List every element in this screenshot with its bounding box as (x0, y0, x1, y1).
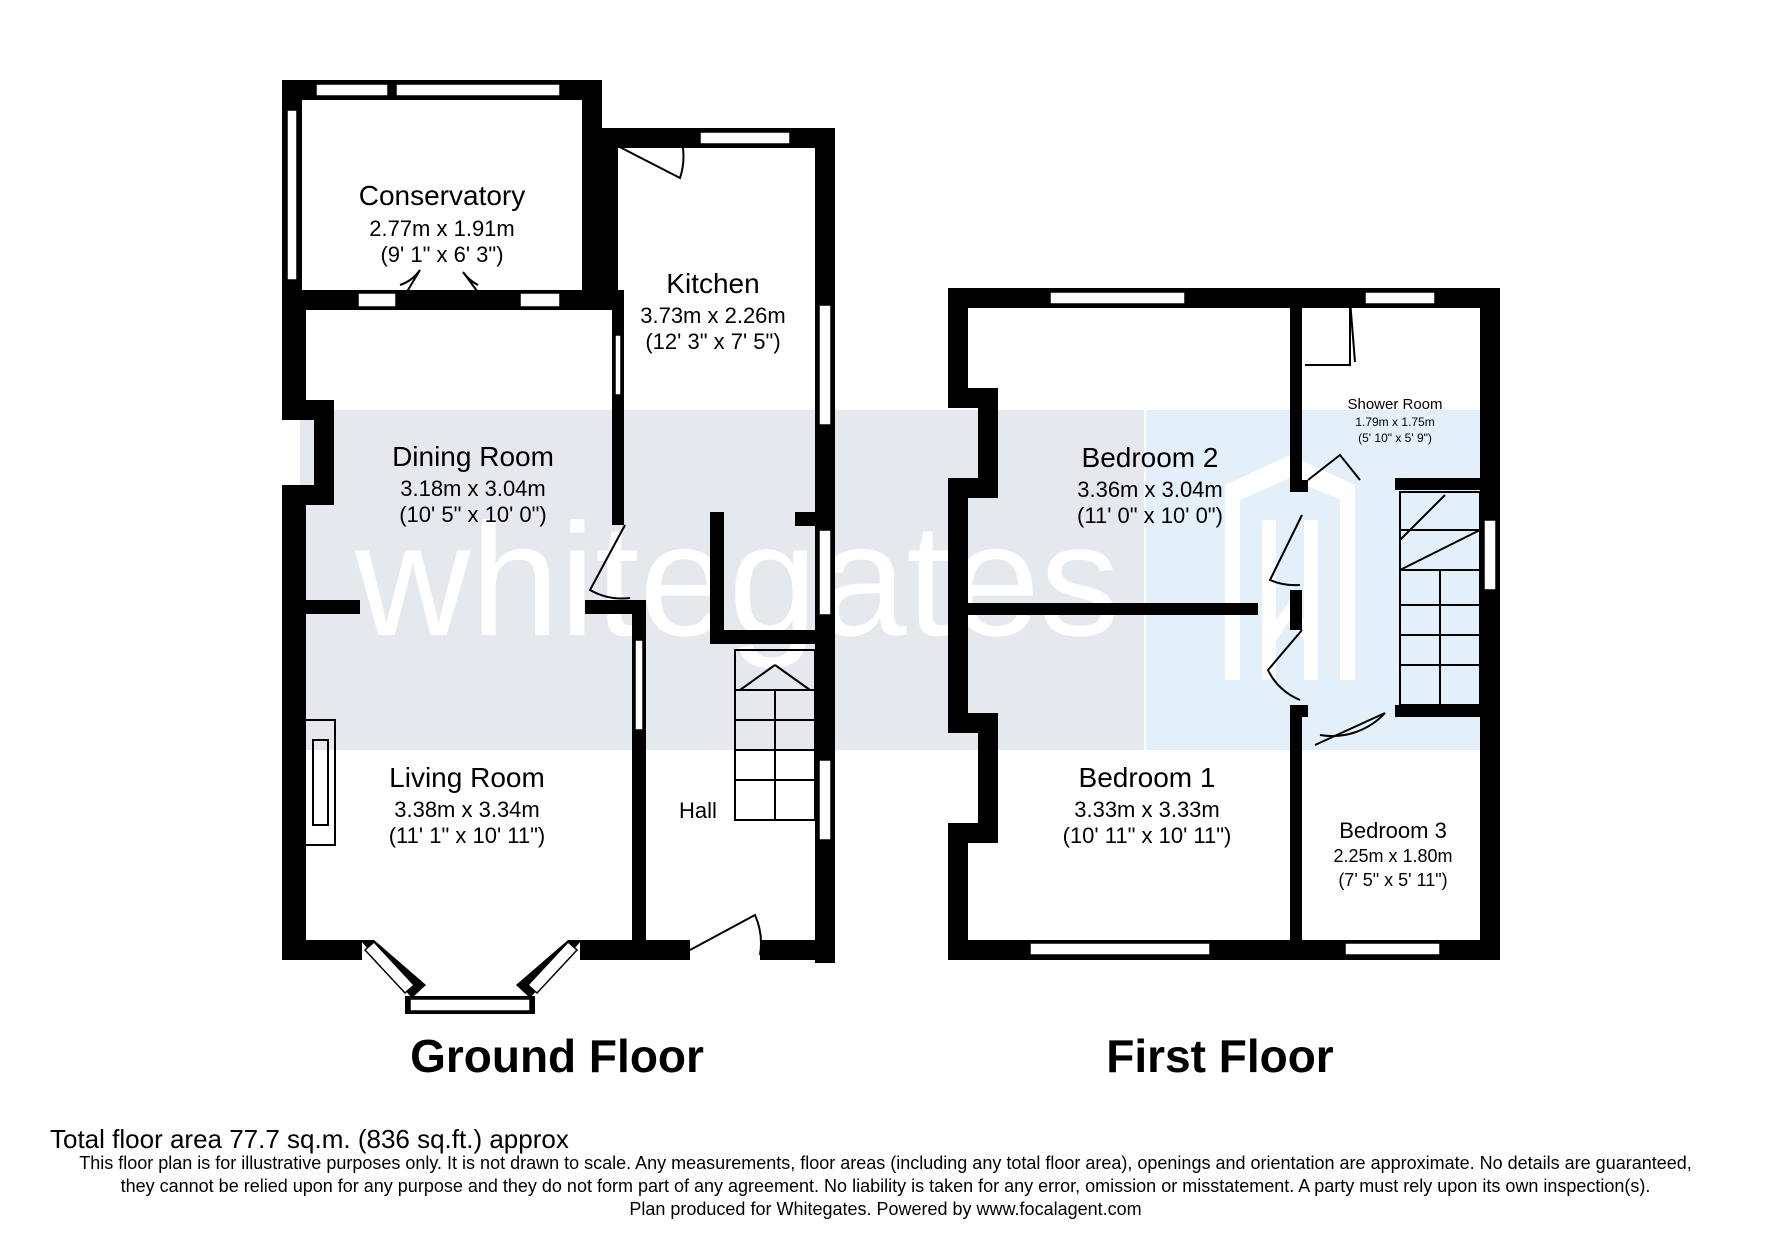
room-imperial-shower-room: (5' 10" x 5' 9") (1358, 431, 1432, 445)
first-floor-fixtures (1266, 299, 1481, 746)
floor-title-ground: Ground Floor (410, 1030, 704, 1082)
room-imperial-living-room: (11' 1" x 10' 11") (389, 823, 546, 848)
room-metric-bedroom-2: 3.36m x 3.04m (1077, 477, 1223, 502)
room-metric-shower-room: 1.79m x 1.75m (1355, 415, 1434, 429)
disclaimer-line-1: This floor plan is for illustrative purp… (79, 1153, 1692, 1173)
room-metric-kitchen: 3.73m x 2.26m (640, 303, 786, 328)
room-name-shower-room: Shower Room (1347, 396, 1442, 413)
room-metric-bedroom-3: 2.25m x 1.80m (1333, 846, 1452, 866)
room-name-dining-room: Dining Room (392, 441, 554, 472)
room-metric-conservatory: 2.77m x 1.91m (369, 216, 515, 241)
room-imperial-dining-room: (10' 5" x 10' 0") (399, 502, 547, 527)
room-name-conservatory: Conservatory (359, 180, 526, 211)
room-metric-living-room: 3.38m x 3.34m (394, 797, 540, 822)
room-name-kitchen: Kitchen (666, 268, 759, 299)
first-floor-windows (1029, 291, 1497, 956)
room-metric-dining-room: 3.18m x 3.04m (400, 476, 546, 501)
ground-floor-fixtures (304, 141, 816, 956)
room-metric-bedroom-1: 3.33m x 3.33m (1074, 797, 1220, 822)
room-imperial-bedroom-1: (10' 11" x 10' 11") (1063, 823, 1232, 848)
total-floor-area: Total floor area 77.7 sq.m. (836 sq.ft.)… (50, 1124, 569, 1154)
room-imperial-bedroom-3: (7' 5" x 5' 11") (1338, 870, 1447, 890)
watermark: whitegates (300, 410, 1480, 750)
room-name-living-room: Living Room (389, 762, 545, 793)
room-name-bedroom-2: Bedroom 2 (1082, 442, 1219, 473)
room-name-bedroom-3: Bedroom 3 (1339, 818, 1447, 843)
room-imperial-conservatory: (9' 1" x 6' 3") (380, 242, 503, 267)
floor-title-first: First Floor (1106, 1030, 1334, 1082)
room-name-hall: Hall (679, 798, 717, 823)
room-labels: Conservatory 2.77m x 1.91m (9' 1" x 6' 3… (359, 180, 1453, 1082)
disclaimer-line-2: they cannot be relied upon for any purpo… (120, 1176, 1651, 1196)
room-name-bedroom-1: Bedroom 1 (1079, 762, 1216, 793)
watermark-logo (1225, 455, 1355, 680)
disclaimer-line-3: Plan produced for Whitegates. Powered by… (629, 1199, 1142, 1219)
room-imperial-bedroom-2: (11' 0" x 10' 0") (1077, 503, 1223, 528)
room-imperial-kitchen: (12' 3" x 7' 5") (645, 329, 780, 354)
first-floor-plan (948, 288, 1500, 960)
ground-floor-windows (286, 83, 832, 1012)
